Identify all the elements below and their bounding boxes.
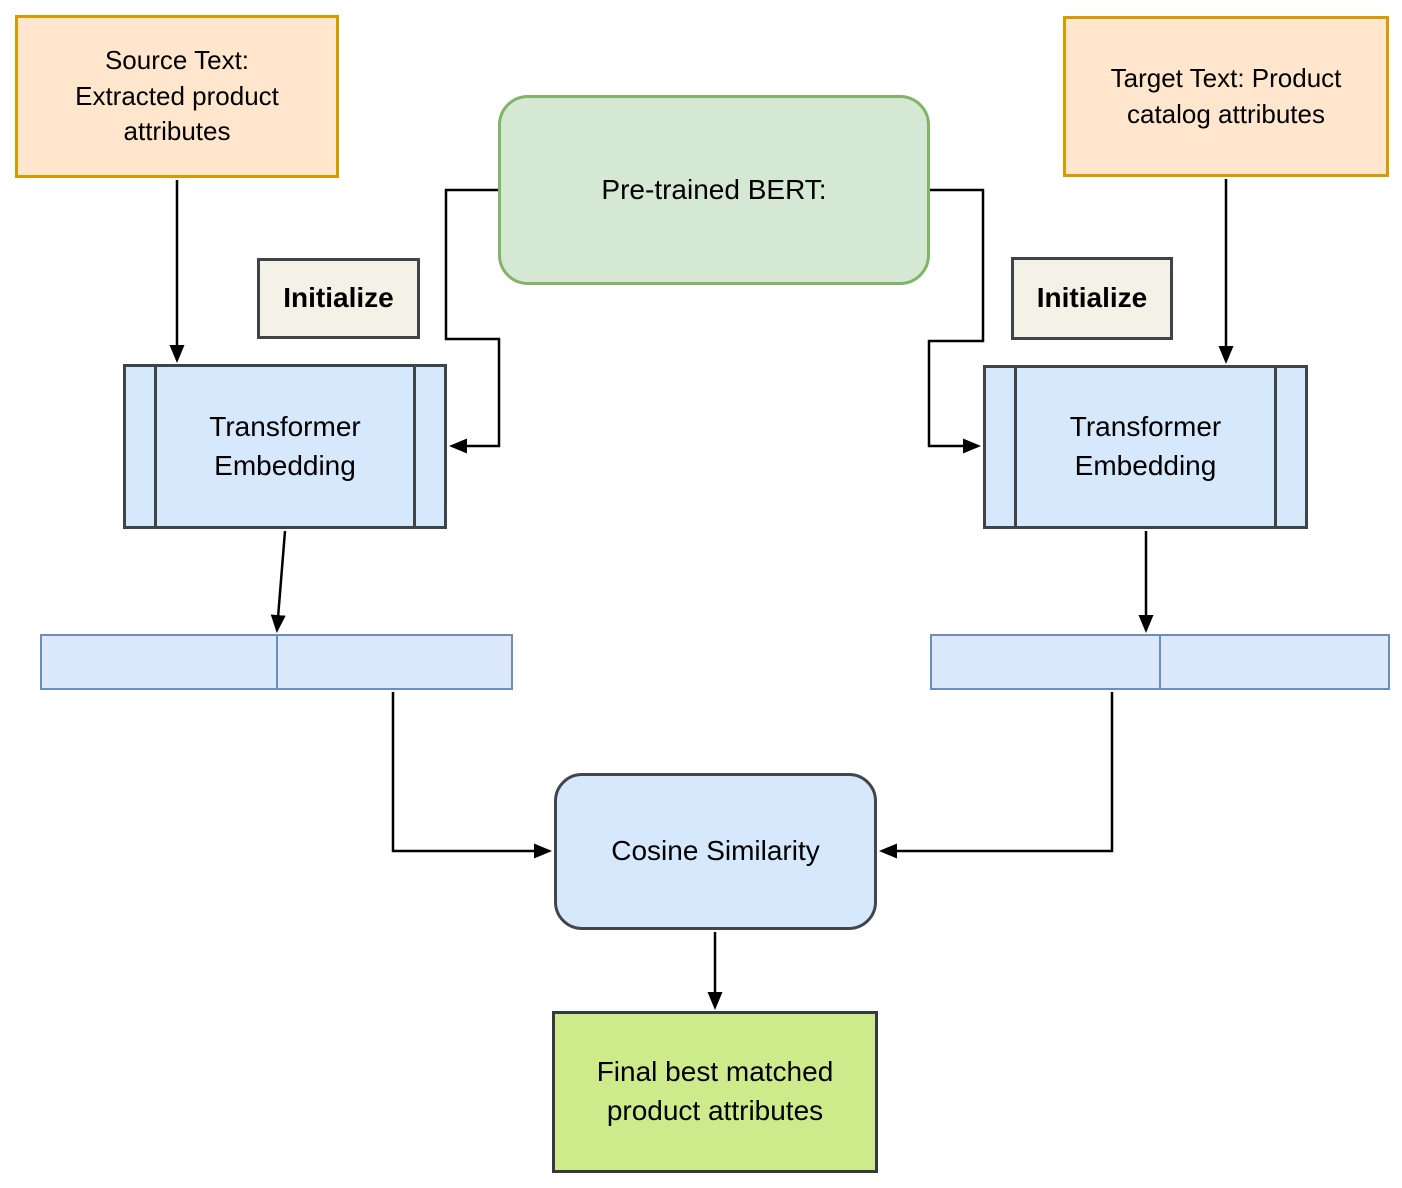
initialize-label-right: Initialize [1011, 257, 1173, 340]
embedding-vector-right-node [930, 634, 1390, 690]
edge-vector-right-to-cosine [879, 692, 1114, 859]
embedding-right-stripe-left [1014, 368, 1017, 526]
final-output-node: Final best matched product attributes [552, 1011, 878, 1173]
embedding-vector-left-node [40, 634, 513, 690]
embedding-vector-right-divider [1159, 636, 1161, 688]
cosine-similarity-node: Cosine Similarity [554, 773, 877, 930]
embedding-left-stripe-left [154, 367, 157, 526]
transformer-embedding-left-label: Transformer Embedding [209, 410, 361, 481]
edge-bert-to-embedding-right [927, 188, 985, 454]
embedding-right-stripe-right [1274, 368, 1277, 526]
transformer-embedding-right-node: Transformer Embedding [983, 365, 1308, 529]
embedding-left-stripe-right [413, 367, 416, 526]
pretrained-bert-node: Pre-trained BERT: [498, 95, 930, 285]
transformer-embedding-right-label: Transformer Embedding [1069, 411, 1222, 481]
source-text-node: Source Text: Extracted product attribute… [15, 15, 339, 178]
edge-vector-left-to-cosine [391, 692, 552, 859]
edge-embedding-left-to-vector-left [270, 530, 287, 633]
initialize-label-left: Initialize [257, 258, 420, 339]
target-text-node: Target Text: Product catalog attributes [1063, 16, 1389, 177]
edge-bert-to-embedding-left [444, 188, 501, 454]
embedding-vector-left-divider [275, 636, 278, 688]
transformer-embedding-left-node: Transformer Embedding [123, 364, 447, 529]
